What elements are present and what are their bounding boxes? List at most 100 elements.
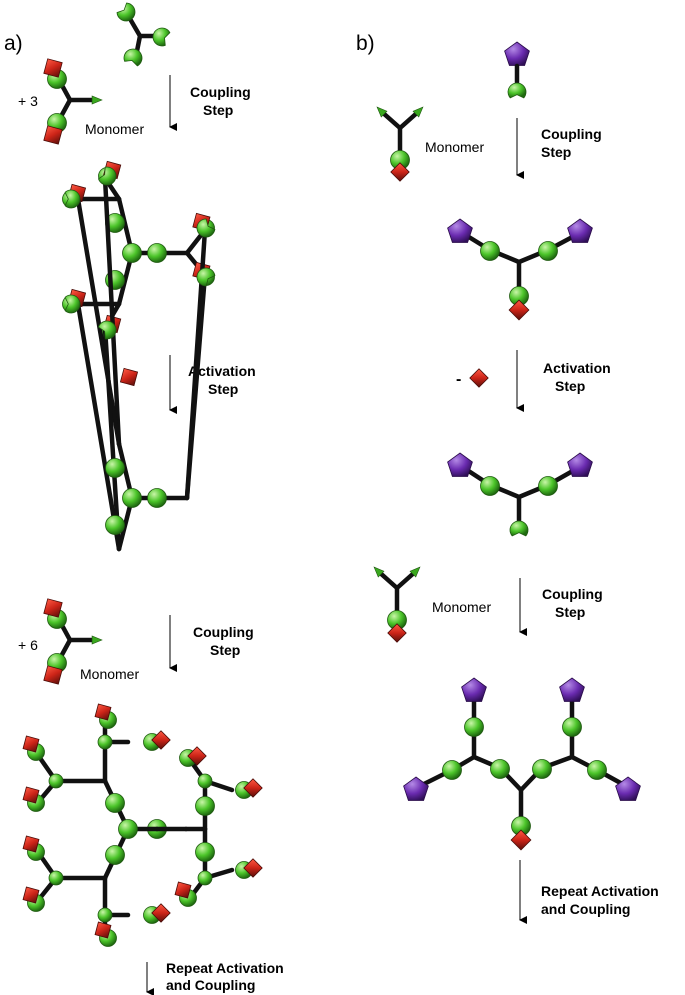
bond-line	[184, 272, 208, 501]
open-cup-site-icon	[196, 267, 216, 287]
red-protecting-group-icon	[508, 299, 530, 321]
green-sphere-icon	[442, 760, 462, 780]
green-sphere-icon	[490, 759, 510, 779]
molecule-structures	[22, 2, 641, 947]
purple-core-icon	[504, 41, 530, 66]
red-protecting-group-icon	[510, 829, 532, 851]
red-protecting-group-icon	[43, 598, 63, 618]
red-protecting-group-icon	[22, 835, 40, 853]
green-sphere-icon	[118, 819, 138, 839]
monomer-label: Monomer	[425, 139, 484, 155]
red-protecting-group-icon	[151, 730, 171, 750]
open-cup-site-icon	[507, 82, 527, 99]
red-protecting-group-icon	[94, 703, 112, 721]
open-cup-site-icon	[97, 166, 117, 186]
step-label-line1: Activation	[543, 360, 611, 376]
red-protecting-group-icon	[22, 886, 40, 904]
step-label-line2: Step	[541, 144, 571, 160]
green-sphere-icon	[48, 870, 64, 886]
red-protecting-group-icon	[43, 58, 63, 78]
green-sphere-icon	[97, 734, 113, 750]
green-arrowhead-icon	[376, 106, 388, 118]
open-cup-site-icon	[64, 294, 81, 314]
red-protecting-group-icon	[187, 746, 207, 766]
green-arrowhead-icon	[91, 635, 103, 645]
step-label-line2: Step	[555, 604, 585, 620]
monomer-label: Monomer	[80, 666, 139, 682]
green-sphere-icon	[105, 458, 125, 478]
step-label-line1: Coupling	[193, 624, 254, 640]
bond-line	[376, 569, 400, 591]
green-sphere-icon	[480, 476, 500, 496]
step-label-line1: Coupling	[542, 586, 603, 602]
green-sphere-icon	[122, 243, 142, 263]
step-label-line1: Activation	[188, 363, 256, 379]
green-sphere-icon	[195, 842, 215, 862]
red-protecting-group-icon	[119, 367, 139, 387]
purple-core-icon	[559, 677, 585, 702]
green-arrowhead-icon	[412, 106, 424, 118]
bond-line	[394, 569, 418, 591]
red-protecting-group-icon	[469, 368, 489, 388]
panel-b-letter: b)	[356, 32, 375, 55]
purple-core-icon	[567, 218, 593, 243]
monomer-label: Monomer	[85, 121, 144, 137]
open-cup-site-icon	[116, 2, 136, 22]
step-label-line2: Step	[210, 642, 240, 658]
step-label-line1: Coupling	[190, 84, 251, 100]
open-cup-site-icon	[152, 27, 171, 47]
green-arrowhead-icon	[373, 566, 385, 578]
green-sphere-icon	[197, 870, 213, 886]
open-cup-site-icon	[64, 189, 81, 209]
step-label-line2: Step	[203, 102, 233, 118]
green-sphere-icon	[480, 241, 500, 261]
step-label-line1: Repeat Activation	[541, 883, 659, 899]
red-protecting-group-icon	[243, 858, 263, 878]
bond-line	[102, 325, 122, 552]
monomer-count: + 3	[18, 93, 38, 109]
green-sphere-icon	[147, 243, 167, 263]
panel-a-letter: a)	[4, 32, 23, 55]
red-protecting-group-icon	[22, 735, 40, 753]
green-sphere-icon	[587, 760, 607, 780]
open-cup-site-icon	[509, 520, 529, 537]
green-sphere-icon	[105, 515, 125, 535]
monomer-count: + 6	[18, 637, 38, 653]
purple-core-icon	[461, 677, 487, 702]
purple-core-icon	[615, 776, 641, 801]
step-label-line1: Coupling	[541, 126, 602, 142]
bond-line	[102, 175, 122, 447]
green-sphere-icon	[464, 717, 484, 737]
red-protecting-group-icon	[243, 778, 263, 798]
bond-line	[75, 301, 122, 552]
green-arrowhead-icon	[409, 566, 421, 578]
open-cup-site-icon	[123, 48, 143, 67]
purple-core-icon	[567, 452, 593, 477]
step-label-line2: Step	[208, 381, 238, 397]
green-sphere-icon	[538, 241, 558, 261]
green-sphere-icon	[538, 476, 558, 496]
minus-sign: -	[456, 371, 461, 388]
monomer-label: Monomer	[432, 599, 491, 615]
green-sphere-icon	[562, 717, 582, 737]
step-label-line2: and Coupling	[541, 901, 630, 917]
green-sphere-icon	[197, 773, 213, 789]
bond-line	[75, 196, 122, 447]
bond-line	[379, 109, 403, 131]
red-protecting-group-icon	[43, 665, 63, 685]
red-protecting-group-icon	[94, 921, 112, 939]
green-sphere-icon	[195, 796, 215, 816]
open-cup-site-icon	[97, 320, 117, 340]
step-label-line2: and Coupling	[166, 977, 255, 993]
green-sphere-icon	[105, 845, 125, 865]
green-sphere-icon	[48, 773, 64, 789]
red-protecting-group-icon	[151, 903, 171, 923]
red-protecting-group-icon	[390, 162, 410, 182]
bond-line	[397, 109, 421, 131]
green-sphere-icon	[97, 907, 113, 923]
red-protecting-group-icon	[43, 125, 63, 145]
green-sphere-icon	[105, 793, 125, 813]
red-protecting-group-icon	[22, 786, 40, 804]
purple-core-icon	[447, 218, 473, 243]
red-protecting-group-icon	[387, 623, 407, 643]
